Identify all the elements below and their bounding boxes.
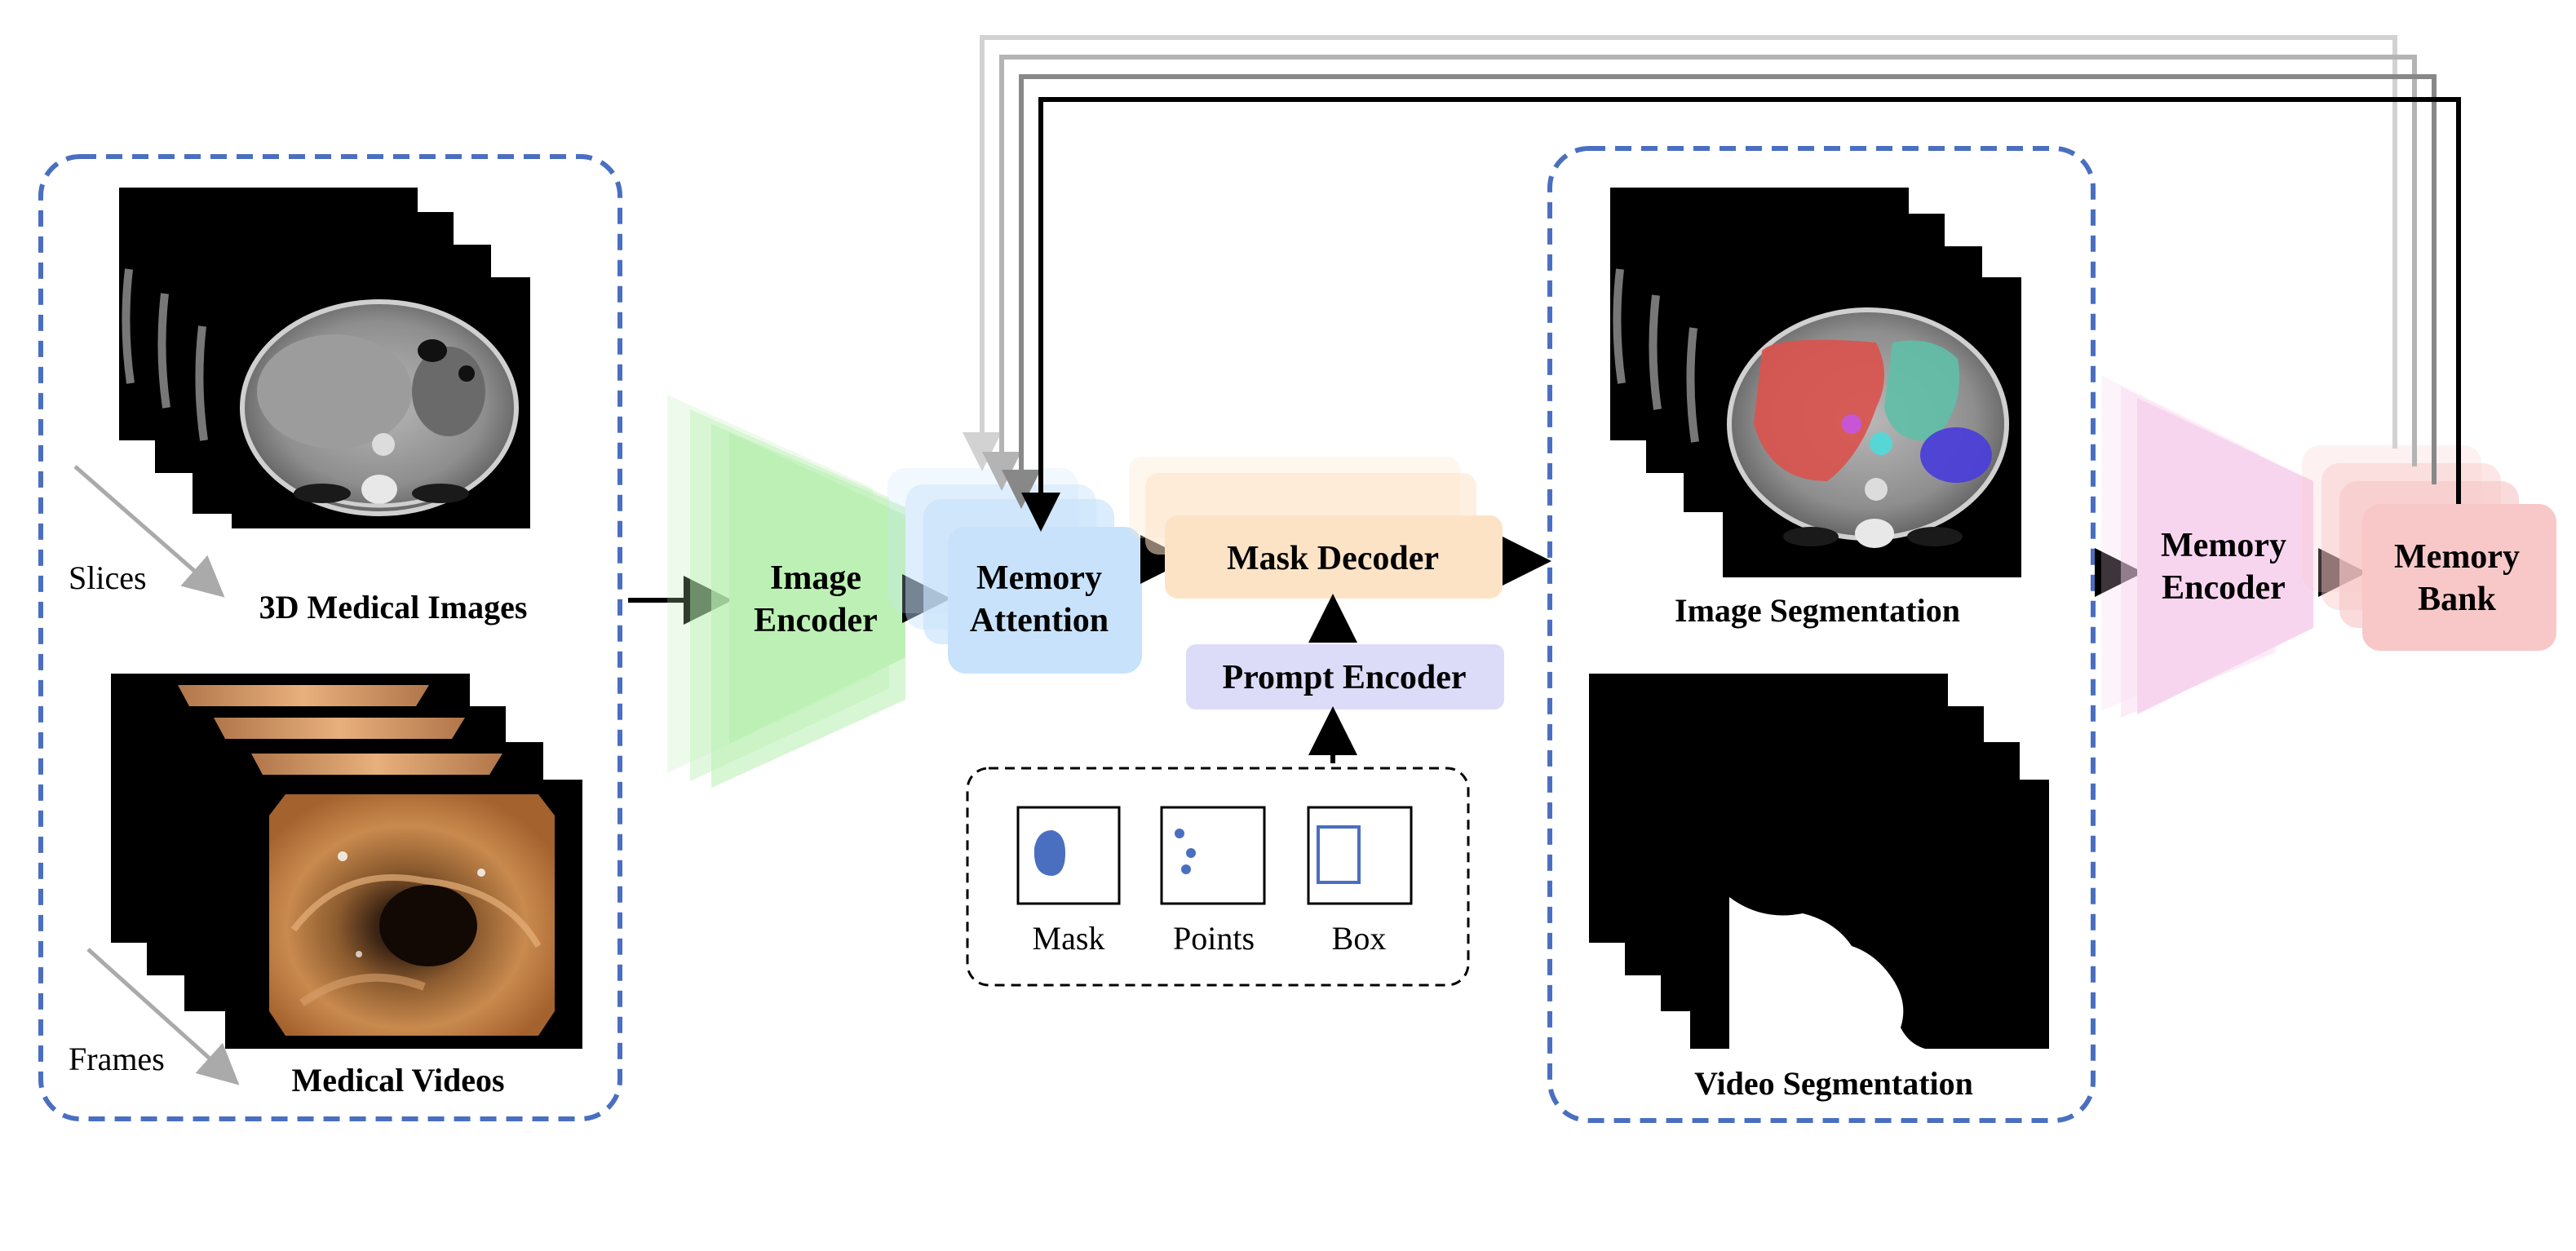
slices-arrow xyxy=(73,465,225,598)
memory-encoder-shape xyxy=(2137,398,2313,714)
memory-attention-box xyxy=(948,527,1142,674)
input-panel: Slices 3D Medical Images Frames Medical … xyxy=(38,154,622,1121)
seg-small-organ xyxy=(1842,414,1861,434)
memory-feedback-line-3 xyxy=(1002,74,2437,509)
memory-encoder-label-line2: Encoder xyxy=(2162,569,2286,607)
output-panel: Image Segmentation Video Segmentation xyxy=(1547,146,2096,1123)
mask-label: Mask xyxy=(1033,920,1105,957)
segmented-ct-stack xyxy=(1610,188,2021,577)
prompt-encoder: Prompt Encoder xyxy=(1186,644,1504,709)
segmented-video-stack xyxy=(1589,674,2049,1049)
prompt-encoder-box xyxy=(1186,644,1504,709)
memory-bank-label-line2: Bank xyxy=(2418,581,2496,618)
box-prompt-icon xyxy=(1317,825,1361,884)
memory-feedback-line-1 xyxy=(963,35,2397,471)
frames-label: Frames xyxy=(69,1041,165,1077)
seg-video-mask xyxy=(1729,897,1925,1049)
seg-stomach xyxy=(1884,340,1959,441)
prompt-types-border xyxy=(966,767,1470,987)
slices-label: Slices xyxy=(69,559,147,596)
image-encoder-shape xyxy=(729,432,905,744)
seg-liver xyxy=(1754,339,1884,481)
memory-bank-label-line1: Memory xyxy=(2394,538,2520,576)
memory-feedback-line-2 xyxy=(982,55,2417,491)
point-dot-icon xyxy=(1186,848,1196,858)
input-panel-border xyxy=(38,154,622,1121)
output-panel-border xyxy=(1547,146,2096,1123)
frames-arrow xyxy=(86,948,240,1085)
mask-decoder-box xyxy=(1165,515,1503,599)
video-frame-stack xyxy=(111,674,582,1049)
image-segmentation-label: Image Segmentation xyxy=(1675,592,1960,629)
medical-images-label: 3D Medical Images xyxy=(259,589,528,626)
box-label: Box xyxy=(1332,920,1387,957)
image-encoder-label-line1: Image xyxy=(770,559,861,597)
memory-attention-label-line1: Memory xyxy=(976,559,1102,597)
video-segmentation-label: Video Segmentation xyxy=(1694,1065,1973,1102)
seg-spleen xyxy=(1920,427,1992,483)
memory-attention-label-line2: Attention xyxy=(970,602,1109,639)
prompt-types-panel: Mask Points Box xyxy=(966,767,1470,987)
memory-attention: Memory Attention xyxy=(887,468,1142,674)
prompt-encoder-label: Prompt Encoder xyxy=(1222,659,1466,696)
prompt-box: Box xyxy=(1307,806,1413,957)
point-dot-icon xyxy=(1181,864,1191,874)
memory-feedback-line-4 xyxy=(1021,97,2461,532)
image-encoder-label-line2: Encoder xyxy=(754,602,878,639)
image-encoder: Image Encoder xyxy=(667,395,905,788)
memory-bank-box xyxy=(2362,504,2556,651)
points-label: Points xyxy=(1173,920,1255,957)
medical-videos-label: Medical Videos xyxy=(291,1062,504,1098)
prompt-mask: Mask xyxy=(1016,806,1121,957)
point-dot-icon xyxy=(1175,829,1184,838)
prompt-points: Points xyxy=(1160,806,1266,957)
mask-decoder: Mask Decoder xyxy=(1129,457,1503,599)
memory-bank: Memory Bank xyxy=(2302,445,2556,651)
ct-slice-stack xyxy=(119,188,530,528)
memory-feedback-loops xyxy=(963,35,2461,532)
memory-encoder: Memory Encoder xyxy=(2101,375,2313,718)
mask-blob-icon xyxy=(1033,830,1065,876)
seg-aorta xyxy=(1870,432,1892,455)
memory-encoder-label-line1: Memory xyxy=(2161,527,2286,564)
mask-decoder-label: Mask Decoder xyxy=(1227,540,1439,577)
